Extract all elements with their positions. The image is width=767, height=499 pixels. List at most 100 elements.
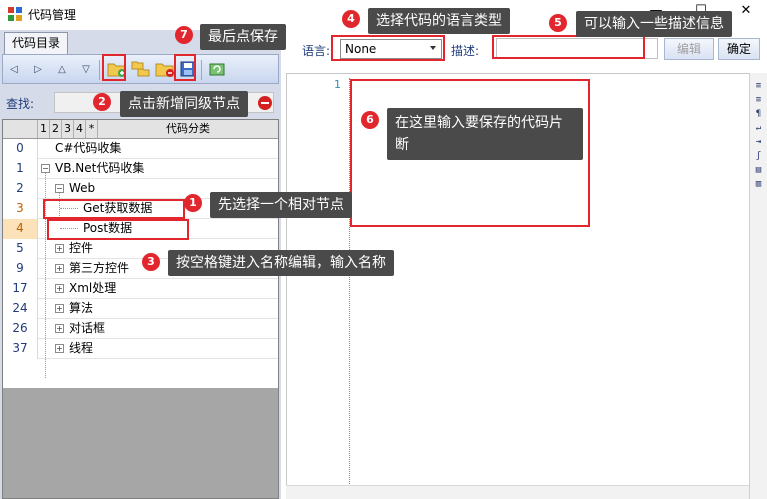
tree-node-label: 控件	[69, 241, 94, 255]
tree-row[interactable]: 5 + 控件	[3, 239, 278, 259]
editor-horizontal-scrollbar[interactable]	[286, 485, 749, 499]
tree-line	[45, 168, 46, 378]
prev-icon[interactable]: ◁	[10, 64, 18, 75]
language-select[interactable]: None	[340, 39, 442, 59]
tree-node-label: Web	[69, 181, 96, 195]
tree-node-label: VB.Net代码收集	[55, 161, 145, 175]
highlight-editor	[350, 79, 590, 227]
edit-button[interactable]: 编辑	[664, 38, 714, 60]
tab-code-directory[interactable]: 代码目录	[4, 32, 68, 54]
header-level-all[interactable]: *	[86, 120, 98, 138]
outline-icon[interactable]: ≡	[755, 95, 762, 105]
outline-icon[interactable]: ≡	[755, 81, 762, 91]
highlight-save	[174, 54, 196, 81]
tree-toolbar: ◁ ▷ △ ▽	[2, 54, 279, 84]
tree-node-label: C#代码收集	[55, 141, 122, 155]
window-title: 代码管理	[28, 8, 77, 22]
annotation-badge: 4	[342, 10, 360, 28]
annotation-callout: 点击新增同级节点	[120, 91, 248, 117]
close-button[interactable]: ✕	[740, 3, 752, 18]
highlight-selected-node	[43, 199, 185, 219]
description-label: 描述:	[451, 44, 480, 58]
row-number: 17	[3, 279, 38, 299]
header-level-1[interactable]: 1	[38, 120, 50, 138]
annotation-callout: 按空格键进入名称编辑，输入名称	[168, 250, 394, 276]
expand-icon[interactable]: +	[55, 344, 64, 353]
tree-row[interactable]: 24 + 算法	[3, 299, 278, 319]
tree-row[interactable]: 2 − Web	[3, 179, 278, 199]
editor-vertical-scrollbar[interactable]: ≡ ≡ ¶ ↵ ⇥ ʃ ▤ ▥	[749, 73, 767, 499]
row-number: 5	[3, 239, 38, 259]
row-number: 1	[3, 159, 38, 179]
row-number: 9	[3, 259, 38, 279]
refresh-icon[interactable]	[208, 60, 226, 78]
comment-icon[interactable]: ʃ	[755, 151, 762, 161]
expand-icon[interactable]: +	[55, 244, 64, 253]
chevron-down-icon[interactable]	[430, 46, 436, 50]
wrap-icon[interactable]: ↵	[755, 123, 762, 133]
down-icon[interactable]: ▽	[82, 64, 90, 75]
find-label: 查找:	[6, 97, 35, 111]
row-number: 26	[3, 319, 38, 339]
tree-node-label: 线程	[69, 341, 94, 355]
header-rownum	[3, 120, 38, 138]
expand-icon[interactable]: +	[55, 304, 64, 313]
highlight-add-node	[102, 54, 126, 81]
up-icon[interactable]: △	[58, 64, 66, 75]
annotation-badge: 6	[361, 111, 379, 129]
add-child-node-icon[interactable]	[131, 60, 151, 78]
header-level-3[interactable]: 3	[62, 120, 74, 138]
highlight-new-node	[47, 219, 189, 240]
highlight-description	[492, 35, 645, 59]
annotation-badge: 3	[142, 253, 160, 271]
grid-header: 1 2 3 4 * 代码分类	[3, 120, 278, 139]
indent-icon[interactable]: ⇥	[755, 137, 762, 147]
header-level-4[interactable]: 4	[74, 120, 86, 138]
delete-node-icon[interactable]	[155, 60, 175, 78]
ok-button[interactable]: 确定	[718, 38, 760, 60]
copy-icon[interactable]: ▤	[755, 165, 762, 175]
tree-row[interactable]: 0 C#代码收集	[3, 139, 278, 159]
header-category: 代码分类	[166, 122, 210, 135]
collapse-icon[interactable]: −	[41, 164, 50, 173]
app-icon	[8, 7, 22, 21]
tree-line	[59, 188, 60, 218]
paste-icon[interactable]: ▥	[755, 179, 762, 189]
tree-node-label: 算法	[69, 301, 94, 315]
expand-icon[interactable]: +	[55, 284, 64, 293]
row-number: 37	[3, 339, 38, 359]
toolbar-separator	[99, 60, 100, 80]
annotation-badge: 5	[549, 14, 567, 32]
tree-node-label: 第三方控件	[69, 261, 130, 275]
maximize-button[interactable]: ☐	[690, 1, 712, 21]
toolbar-separator	[201, 60, 202, 80]
tree-node-label: Get获取数据	[83, 201, 153, 215]
collapse-icon[interactable]: −	[55, 184, 64, 193]
tree-line	[60, 228, 78, 229]
tree-node-label: Xml处理	[69, 281, 117, 295]
next-icon[interactable]: ▷	[34, 64, 42, 75]
tree-row[interactable]: 17 + Xml处理	[3, 279, 278, 299]
expand-icon[interactable]: +	[55, 324, 64, 333]
highlight-language	[331, 35, 445, 61]
language-label: 语言:	[302, 44, 331, 58]
annotation-callout: 在这里输入要保存的代码片断	[387, 108, 583, 160]
expand-icon[interactable]: +	[55, 264, 64, 273]
row-number: 24	[3, 299, 38, 319]
annotation-badge: 7	[175, 26, 193, 44]
annotation-callout: 可以输入一些描述信息	[576, 11, 732, 37]
tree-row[interactable]: 1 − VB.Net代码收集	[3, 159, 278, 179]
category-grid: 1 2 3 4 * 代码分类 0 C#代码收集 1 − VB.Net代码收集 2	[2, 119, 279, 499]
cancel-find-icon[interactable]	[258, 96, 272, 110]
tree-row[interactable]: 37 + 线程	[3, 339, 278, 359]
row-number: 2	[3, 179, 38, 199]
annotation-callout: 先选择一个相对节点	[210, 192, 352, 218]
format-icon[interactable]: ¶	[755, 109, 762, 119]
tree-row[interactable]: 9 + 第三方控件	[3, 259, 278, 279]
tree-row[interactable]: 26 + 对话框	[3, 319, 278, 339]
header-level-2[interactable]: 2	[50, 120, 62, 138]
row-number: 0	[3, 139, 38, 159]
annotation-badge: 2	[93, 93, 111, 111]
left-panel: 代码目录 ◁ ▷ △ ▽	[0, 30, 281, 499]
tree-node-label: 对话框	[69, 321, 106, 335]
